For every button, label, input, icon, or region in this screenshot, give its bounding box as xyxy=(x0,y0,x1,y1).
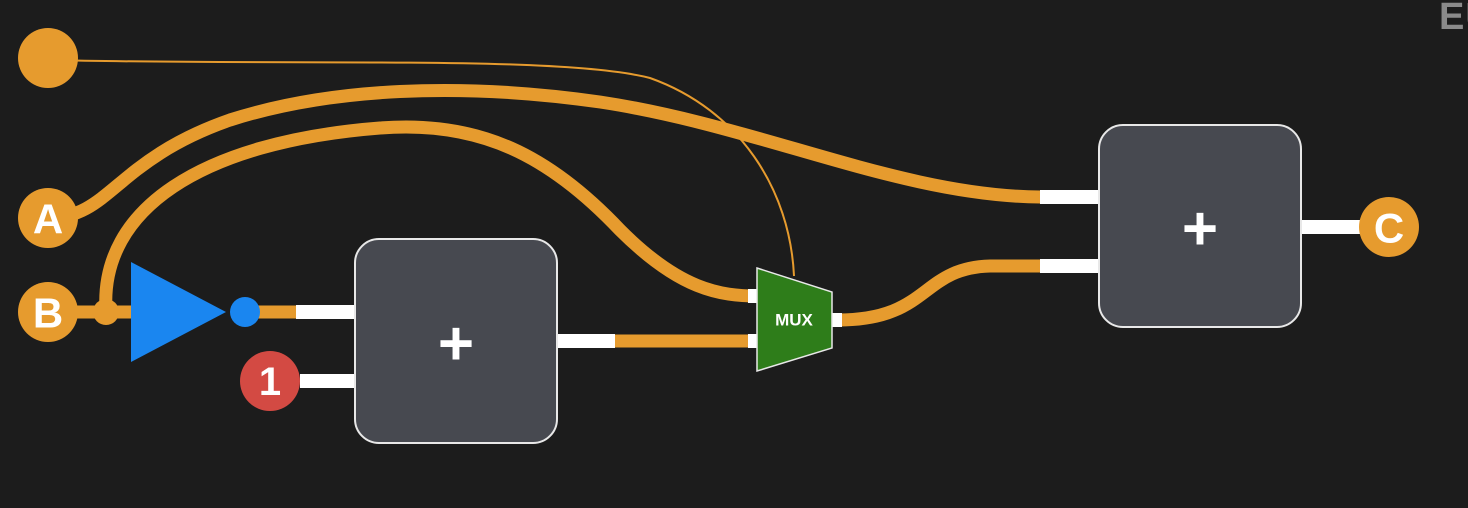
port-adder1-in-top xyxy=(296,305,356,319)
adder-2-label: + xyxy=(1182,195,1218,264)
input-a-label: A xyxy=(33,196,63,243)
input-node-a[interactable]: A xyxy=(18,188,78,248)
inverter-gate[interactable] xyxy=(131,262,260,362)
wire-mux-to-adder2 xyxy=(837,259,1042,327)
inverter-bubble xyxy=(230,297,260,327)
port-adder1-out xyxy=(557,334,615,348)
constant-label: 1 xyxy=(259,360,281,404)
adder-block-1[interactable]: + xyxy=(354,238,558,444)
adder-1-label: + xyxy=(438,310,474,379)
port-adder2-in-bottom xyxy=(1040,259,1100,273)
corner-text: EU xyxy=(1439,0,1468,38)
select-input-node[interactable] xyxy=(18,28,78,88)
port-adder2-in-top xyxy=(1040,190,1100,204)
input-node-b[interactable]: B xyxy=(18,282,78,342)
output-c-label: C xyxy=(1374,205,1404,252)
wire-select xyxy=(47,59,795,277)
wire-a-to-adder2 xyxy=(41,83,1047,225)
adder-block-2[interactable]: + xyxy=(1098,124,1302,328)
triangle-inverter-icon xyxy=(131,262,226,362)
junction-dot xyxy=(93,299,119,325)
wire-b-to-mux xyxy=(99,120,765,317)
mux-block[interactable]: MUX xyxy=(756,266,833,373)
port-adder2-out xyxy=(1300,220,1362,234)
constant-node-1[interactable]: 1 xyxy=(240,351,300,411)
input-b-label: B xyxy=(33,290,63,337)
output-node-c[interactable]: C xyxy=(1359,197,1419,257)
port-adder1-in-bottom xyxy=(300,374,356,388)
mux-label: MUX xyxy=(775,311,813,330)
port-mux-out xyxy=(830,313,842,327)
